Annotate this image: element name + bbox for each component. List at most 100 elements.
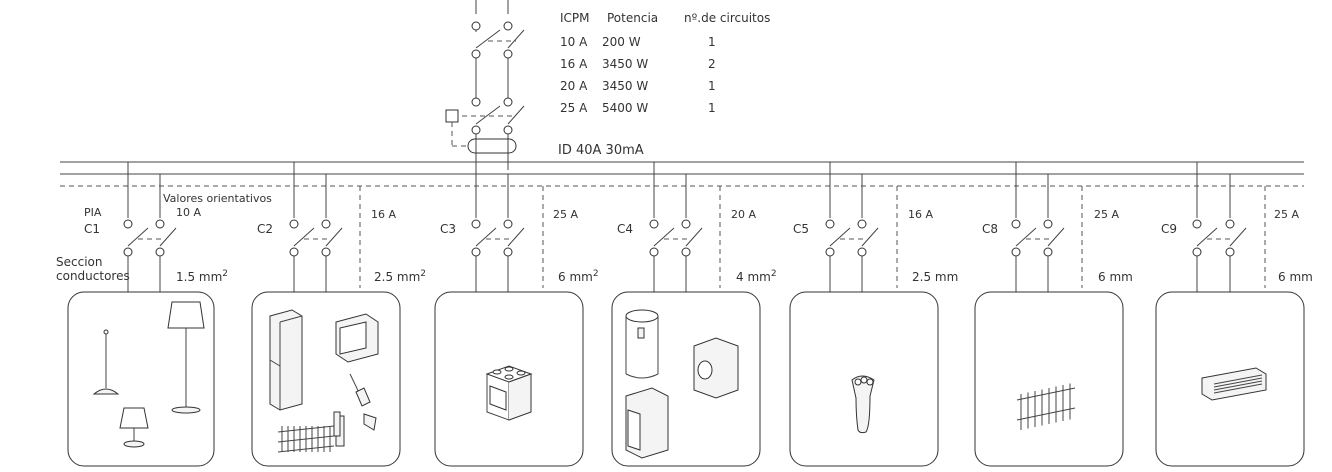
superscript: 2 (222, 269, 228, 279)
table-cell: 10 A (560, 35, 588, 49)
iron-icon (355, 387, 371, 407)
heater-radiator-icon (1016, 387, 1076, 401)
superscript: 2 (420, 269, 426, 279)
table-cell: 20 A (560, 79, 588, 93)
socket-icon (333, 411, 341, 437)
blade-line (475, 227, 497, 247)
circuit-section: 1.5 mm2 (176, 269, 228, 284)
drum-shape (697, 360, 713, 380)
blade-line (127, 227, 149, 247)
circuit-name: C9 (1161, 222, 1177, 236)
burner-shape (492, 369, 502, 375)
side-path (508, 373, 532, 421)
rail-line (277, 425, 335, 433)
conductores-label: conductores (56, 269, 130, 283)
table-cell: 200 W (602, 35, 641, 49)
circuit-section: 6 mm (1098, 270, 1133, 284)
circuit-amps: 25 A (1274, 208, 1299, 221)
contact-icon (289, 247, 299, 257)
circuit-section: 6 mm (1278, 270, 1313, 284)
pendant-lamp-icon (103, 329, 109, 335)
oven-door (489, 385, 507, 411)
circuit-amps: 16 A (908, 208, 933, 221)
appliance-box (67, 291, 215, 467)
circuit-name: C1 (84, 222, 100, 236)
contact-icon (1225, 247, 1235, 257)
door-path (627, 409, 641, 451)
pia-label: PIA (84, 206, 102, 219)
shaver-icon (851, 375, 875, 434)
water-heater-icon (625, 309, 659, 379)
blade-line (293, 227, 315, 247)
base-shape (171, 406, 201, 414)
blade-line (685, 227, 703, 247)
seccion-label: Seccion (56, 255, 102, 269)
contact-icon (155, 247, 165, 257)
edge-line (625, 373, 659, 379)
circuit-name: C3 (440, 222, 456, 236)
contact-icon (321, 247, 331, 257)
shaver-icon (851, 375, 875, 434)
contact-icon (1225, 219, 1235, 229)
superscript: 2 (593, 269, 599, 279)
rail-line (277, 445, 335, 453)
pendant-lamp-icon (92, 329, 120, 395)
burner-shape (516, 370, 526, 376)
dishwasher-icon (625, 387, 669, 459)
bus-lines (60, 161, 1304, 187)
heater-radiator-icon (1016, 383, 1076, 430)
fridge-icon (269, 309, 303, 411)
circuit-amps: 25 A (553, 208, 578, 221)
contact-icon (289, 219, 299, 229)
blade-line (1196, 227, 1218, 247)
contact-icon (1192, 219, 1202, 229)
circuit-amps: 10 A (176, 206, 201, 219)
contact-icon (503, 247, 513, 257)
circuit-c9: C9 25 A 6 mm (1155, 162, 1313, 467)
blade-line (1229, 227, 1247, 247)
head-shape (860, 376, 868, 384)
iron-icon (349, 373, 377, 431)
socket-icon (333, 411, 341, 437)
superscript: 2 (771, 269, 777, 279)
water-heater-icon (625, 309, 659, 323)
door-line (269, 359, 281, 367)
contact-icon (471, 247, 481, 257)
vent-line (1213, 374, 1263, 385)
contact-icon (649, 247, 659, 257)
table-cell: 2 (708, 57, 716, 71)
blade-line (861, 227, 879, 247)
blade-line (653, 227, 675, 247)
circuit-section: 6 mm2 (558, 269, 599, 284)
rail-line (277, 435, 335, 443)
fridge-icon (269, 309, 303, 411)
table-cell: 1 (708, 35, 716, 49)
burner-shape (504, 366, 514, 372)
burner-shape (504, 374, 514, 380)
circuit-amps: 25 A (1094, 208, 1119, 221)
circuit-section: 2.5 mm2 (374, 269, 426, 284)
table-header-circuitos: nº.de circuitos (684, 11, 770, 25)
contact-icon (1011, 219, 1021, 229)
head-shape (866, 378, 874, 386)
floor-lamp-icon (167, 301, 205, 329)
icpm-table: ICPM Potencia nº.de circuitos 10 A 200 W… (558, 11, 770, 158)
contact-icon (857, 219, 867, 229)
contact-icon (825, 247, 835, 257)
circuit-c1: C1 10 A 1.5 mm2 (67, 162, 228, 467)
circuit-name: C8 (982, 222, 998, 236)
table-cell: 1 (708, 101, 716, 115)
washing-machine-icon (693, 337, 739, 399)
circuit-name: C5 (793, 222, 809, 236)
rail-line (1016, 407, 1076, 421)
table-cell: 1 (708, 79, 716, 93)
plug-shape (363, 413, 377, 431)
circuit-c8: C8 25 A 6 mm (974, 162, 1133, 467)
circuit-name: C2 (257, 222, 273, 236)
table-header-icpm: ICPM (560, 11, 590, 25)
stove-icon (485, 365, 533, 421)
contact-icon (123, 247, 133, 257)
